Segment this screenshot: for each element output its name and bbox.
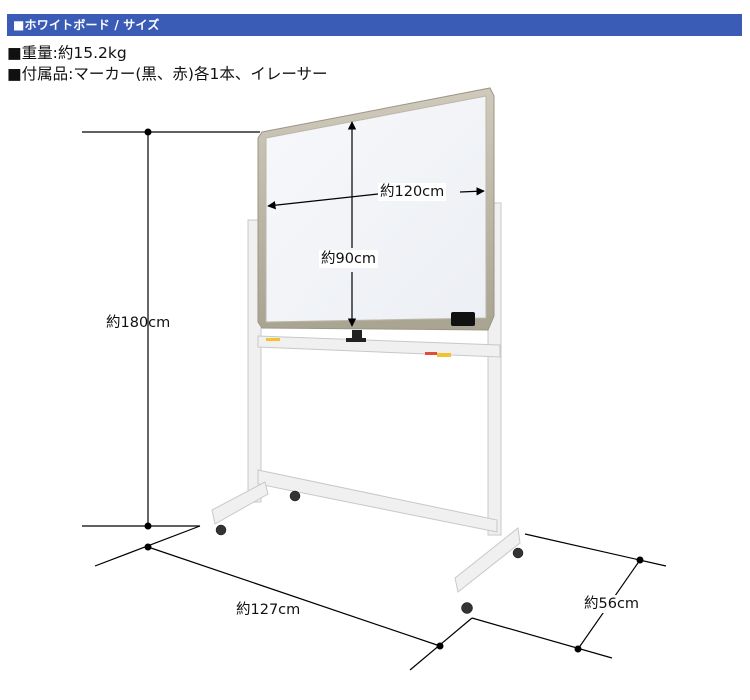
section-header: ■ホワイトボード / サイズ: [7, 14, 742, 36]
dimension-base-width-label: 約127cm: [234, 601, 303, 619]
dimension-dots: [144, 128, 644, 653]
dimension-depth-label: 約56cm: [582, 595, 642, 613]
dimension-width-label: 約120cm: [378, 183, 447, 201]
spec-weight: ■重量:約15.2kg: [7, 44, 127, 62]
whiteboard: [257, 87, 495, 342]
dimension-total-height-label: 約180cm: [106, 315, 171, 331]
spec-accessories: ■付属品:マーカー(黒、赤)各1本、イレーサー: [7, 65, 328, 83]
casters: [215, 490, 524, 614]
dimension-board-height-label: 約90cm: [319, 250, 379, 268]
